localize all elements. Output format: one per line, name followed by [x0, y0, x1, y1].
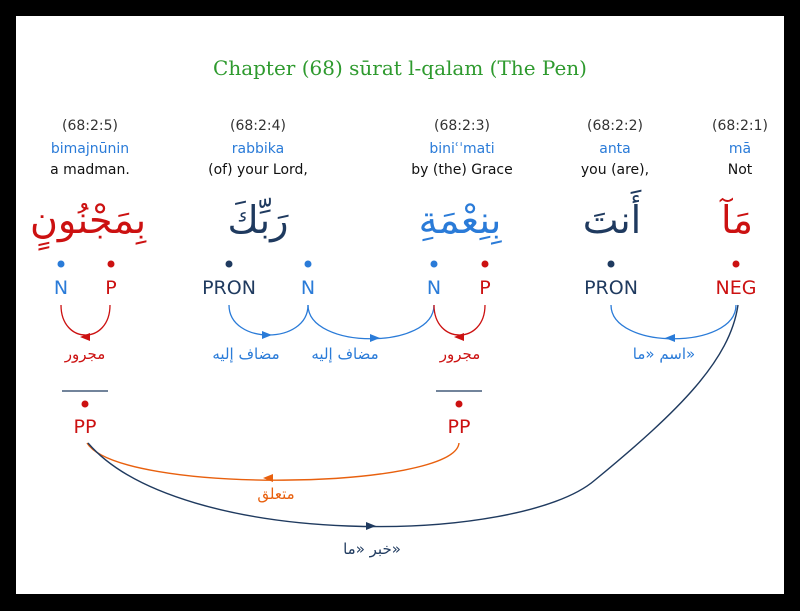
relation-label-majrur: مجرور — [439, 345, 481, 363]
arc-majrur — [433, 304, 486, 336]
node-dot — [304, 260, 312, 268]
arabic-word: أَنتَ — [582, 198, 642, 242]
word-location: (68:2:4) — [230, 118, 286, 134]
relation-label-khabar-ma: خبر «ما» — [343, 540, 401, 558]
word-gloss: you (are), — [580, 162, 650, 178]
node-dot — [107, 260, 115, 268]
arrow-head — [370, 334, 380, 342]
relation-label-mutaalliq: متعلق — [257, 485, 295, 503]
word-transliteration: bimajnūnin — [50, 141, 130, 157]
word-transliteration: rabbika — [231, 141, 285, 157]
pos-tag-negative-particle: NEG — [715, 277, 757, 299]
word-location: (68:2:5) — [62, 118, 118, 134]
pos-tag-pronoun: PRON — [202, 277, 256, 299]
word-transliteration: mā — [728, 141, 752, 157]
node-dot — [607, 260, 615, 268]
arc-mutaalliq — [86, 442, 460, 481]
pos-tag-noun: N — [300, 277, 316, 299]
node-dot — [430, 260, 438, 268]
arabic-word: مَآ — [721, 198, 753, 242]
arc-mudaf-ilayh — [228, 304, 309, 336]
word-location: (68:2:1) — [712, 118, 768, 134]
arrow-head — [263, 474, 273, 482]
node-dot — [481, 260, 489, 268]
word-gloss: by (the) Grace — [411, 162, 513, 178]
arabic-word: بِمَجْنُونٍ — [29, 198, 147, 242]
arrow-head — [366, 522, 376, 530]
word-transliteration: anta — [599, 141, 631, 157]
pos-tag-pronoun: PRON — [584, 277, 638, 299]
diagram-canvas — [16, 16, 784, 594]
word-location: (68:2:2) — [587, 118, 643, 134]
arrow-head — [262, 331, 272, 339]
word-gloss: (of) your Lord, — [208, 162, 308, 178]
arc-majrur — [60, 304, 111, 336]
node-dot — [57, 260, 65, 268]
word-gloss: a madman. — [50, 162, 130, 178]
node-dot — [225, 260, 233, 268]
phrase-tag-pp: PP — [73, 416, 97, 438]
relation-label-mudaf-ilayh: مضاف إليه — [311, 345, 379, 363]
arrow-head — [80, 333, 90, 341]
pos-tag-preposition: P — [105, 277, 117, 299]
phrase-tag-pp: PP — [447, 416, 471, 438]
arc-mudaf-ilayh — [307, 304, 435, 340]
word-location: (68:2:3) — [434, 118, 490, 134]
pos-tag-noun: N — [53, 277, 69, 299]
relation-label-mudaf-ilayh: مضاف إليه — [212, 345, 280, 363]
relation-label-majrur: مجرور — [64, 345, 106, 363]
arc-ism-ma — [610, 304, 737, 340]
pos-tag-noun: N — [426, 277, 442, 299]
node-dot — [732, 260, 740, 268]
word-gloss: Not — [727, 162, 753, 178]
word-transliteration: biniʿˈmati — [429, 141, 495, 157]
arrow-head — [454, 333, 464, 341]
arabic-word: رَبِّكَ — [227, 198, 289, 242]
arrow-head — [665, 334, 675, 342]
arabic-word: بِنِعْمَةِ — [418, 198, 502, 242]
chapter-title: Chapter (68) sūrat l-qalam (The Pen) — [213, 56, 587, 80]
relation-label-ism-ma: اسم «ما» — [632, 345, 696, 363]
node-dot — [455, 400, 463, 408]
pos-tag-preposition: P — [479, 277, 491, 299]
node-dot — [81, 400, 89, 408]
arc-khabar-ma — [87, 304, 739, 528]
